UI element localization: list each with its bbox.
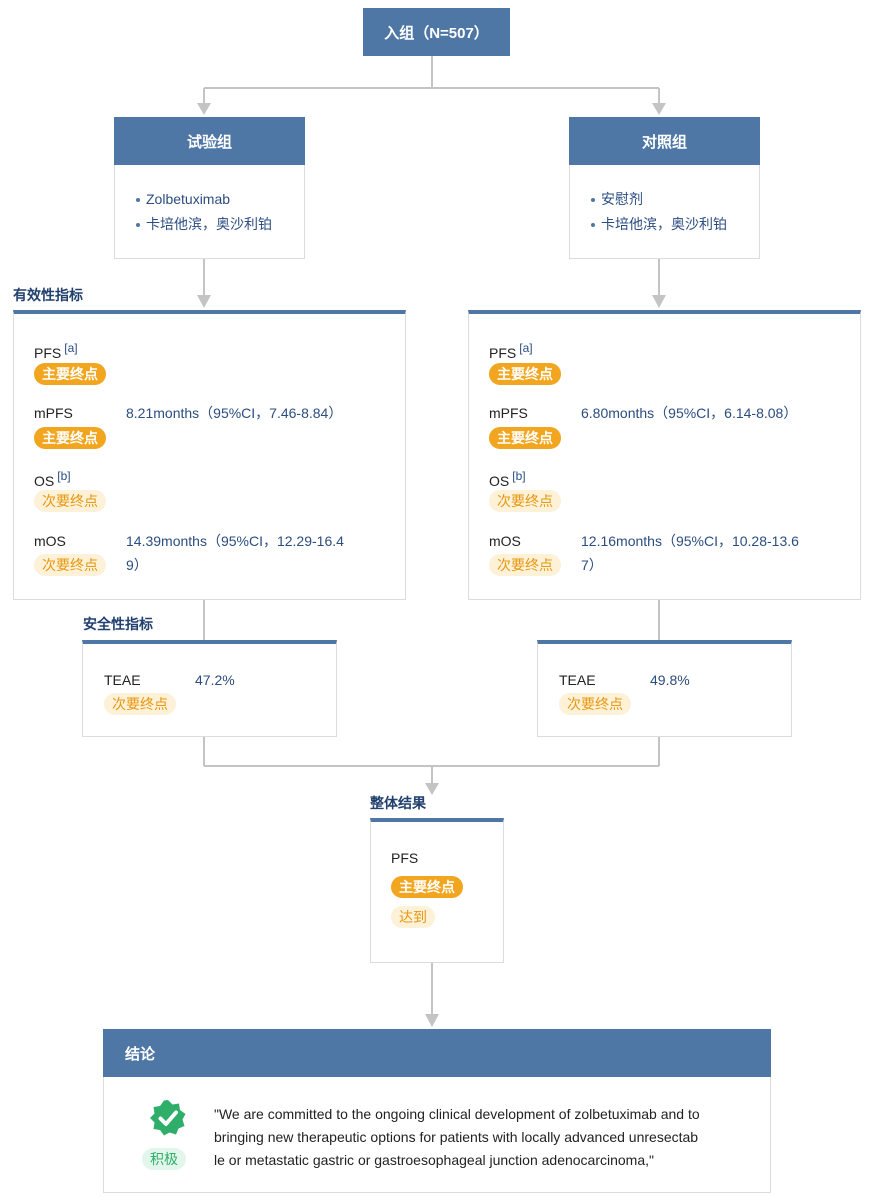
conclusion-quote: "We are committed to the ongoing clinica… bbox=[214, 1106, 700, 1168]
primary-endpoint-tag: 主要终点 bbox=[489, 363, 561, 385]
efficacy-box-experimental bbox=[13, 310, 406, 600]
primary-endpoint-tag: 主要终点 bbox=[34, 363, 106, 385]
safety-section-title: 安全性指标 bbox=[83, 616, 153, 632]
safety-box-experimental bbox=[82, 640, 337, 737]
conclusion-title: 结论 bbox=[125, 1045, 156, 1063]
mpfs-value: 6.80months（95%CI，6.14-8.08） bbox=[581, 405, 798, 421]
mpfs-label: mPFS bbox=[489, 405, 528, 421]
positive-badge-label: 积极 bbox=[142, 1148, 186, 1170]
list-item: 卡培他滨，奥沙利铂 bbox=[136, 212, 272, 237]
pfs-label: PFS[a] bbox=[489, 341, 533, 361]
conclusion-header: 结论 bbox=[103, 1029, 771, 1077]
primary-endpoint-tag: 主要终点 bbox=[489, 427, 561, 449]
experimental-arm-header: 试验组 bbox=[114, 117, 305, 165]
secondary-endpoint-tag: 次要终点 bbox=[104, 693, 176, 715]
primary-endpoint-tag: 主要终点 bbox=[34, 427, 106, 449]
bullet-icon bbox=[136, 222, 140, 227]
efficacy-section-title: 有效性指标 bbox=[13, 287, 83, 303]
os-footnote: [b] bbox=[512, 469, 526, 483]
list-item: 卡培他滨，奥沙利铂 bbox=[591, 212, 727, 237]
mos-value: 12.16months（95%CI，10.28-13.6 7） bbox=[581, 533, 799, 573]
control-arm-header: 对照组 bbox=[569, 117, 760, 165]
achieved-status-tag: 达到 bbox=[391, 906, 435, 928]
efficacy-box-control bbox=[468, 310, 861, 600]
safety-box-control bbox=[537, 640, 792, 737]
experimental-arm-body bbox=[114, 165, 305, 259]
bullet-icon bbox=[136, 197, 140, 202]
bullet-icon bbox=[591, 197, 595, 202]
secondary-endpoint-tag: 次要终点 bbox=[489, 554, 561, 576]
secondary-endpoint-tag: 次要终点 bbox=[34, 554, 106, 576]
pfs-footnote: [a] bbox=[64, 341, 78, 355]
conclusion-body bbox=[103, 1077, 771, 1193]
bullet-icon bbox=[591, 222, 595, 227]
list-item: 安慰剂 bbox=[591, 187, 727, 212]
os-label: OS[b] bbox=[489, 469, 526, 489]
overall-pfs-label: PFS bbox=[391, 850, 419, 866]
os-label: OS[b] bbox=[34, 469, 71, 489]
experimental-arm-title: 试验组 bbox=[186, 133, 232, 151]
mpfs-value: 8.21months（95%CI，7.46-8.84） bbox=[126, 405, 343, 421]
control-arm-list: 安慰剂 卡培他滨，奥沙利铂 bbox=[591, 187, 727, 237]
mpfs-label: mPFS bbox=[34, 405, 73, 421]
teae-label: TEAE bbox=[104, 672, 141, 688]
enrollment-label: 入组（N=507） bbox=[384, 24, 489, 42]
pfs-label: PFS[a] bbox=[34, 341, 78, 361]
overall-section-title: 整体结果 bbox=[370, 795, 426, 811]
enrollment-box: 入组（N=507） bbox=[363, 8, 510, 56]
teae-label: TEAE bbox=[559, 672, 596, 688]
os-footnote: [b] bbox=[57, 469, 71, 483]
primary-endpoint-tag: 主要终点 bbox=[391, 876, 463, 898]
control-arm-title: 对照组 bbox=[641, 133, 687, 151]
secondary-endpoint-tag: 次要终点 bbox=[34, 490, 106, 512]
mos-label: mOS bbox=[34, 533, 66, 549]
mos-label: mOS bbox=[489, 533, 521, 549]
teae-value: 49.8% bbox=[650, 672, 690, 688]
control-arm-body bbox=[569, 165, 760, 259]
pfs-footnote: [a] bbox=[519, 341, 533, 355]
secondary-endpoint-tag: 次要终点 bbox=[489, 490, 561, 512]
positive-badge-icon bbox=[150, 1100, 186, 1136]
experimental-arm-list: Zolbetuximab 卡培他滨，奥沙利铂 bbox=[136, 187, 272, 237]
mos-value: 14.39months（95%CI，12.29-16.4 9） bbox=[126, 533, 344, 573]
teae-value: 47.2% bbox=[195, 672, 235, 688]
list-item: Zolbetuximab bbox=[136, 187, 272, 212]
secondary-endpoint-tag: 次要终点 bbox=[559, 693, 631, 715]
